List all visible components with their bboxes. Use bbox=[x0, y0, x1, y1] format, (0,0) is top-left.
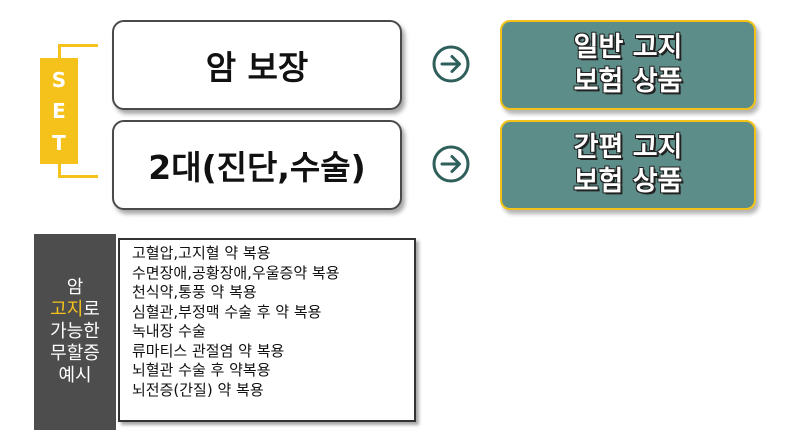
product-line-2: 보험 상품 bbox=[573, 166, 683, 197]
set-letter-t: T bbox=[52, 130, 66, 155]
set-letter-e: E bbox=[52, 99, 66, 123]
product-box-general: 일반 고지 보험 상품 bbox=[500, 20, 756, 110]
product-line-2: 보험 상품 bbox=[573, 66, 683, 97]
coverage-box-cancer: 암 보장 bbox=[112, 20, 402, 110]
product-box-simplified: 간편 고지 보험 상품 bbox=[500, 120, 756, 210]
side-label-line-2: 고지로 bbox=[50, 299, 100, 321]
side-label-line-5: 예시 bbox=[58, 365, 92, 386]
product-line-1: 일반 고지 bbox=[573, 32, 683, 63]
coverage-label: 2대(진단,수술) bbox=[148, 148, 366, 187]
list-item: 심혈관,부정맥 수술 후 약 복용 bbox=[132, 302, 322, 321]
side-label: 암 고지로 가능한 무할증 예시 bbox=[34, 234, 116, 430]
side-label-line-3: 가능한 bbox=[50, 321, 100, 342]
list-item: 수면장애,공황장애,우울증약 복용 bbox=[132, 263, 340, 282]
set-bracket-top bbox=[58, 44, 98, 47]
coverage-label: 암 보장 bbox=[205, 48, 309, 87]
side-label-line-4: 무할증 bbox=[50, 343, 100, 364]
arrow-right-circle-icon bbox=[432, 145, 470, 183]
list-item: 뇌혈관 수술 후 약복용 bbox=[132, 361, 271, 379]
side-label-highlight: 고지 bbox=[50, 299, 84, 320]
examples-list: 고혈압,고지혈 약 복용 수면장애,공황장애,우울증약 복용 천식약,통풍 약 … bbox=[118, 238, 416, 422]
set-letter-s: S bbox=[51, 67, 67, 92]
list-item: 천식약,통풍 약 복용 bbox=[132, 283, 257, 301]
list-item: 고혈압,고지혈 약 복용 bbox=[132, 244, 271, 262]
list-item: 뇌전증(간질) 약 복용 bbox=[132, 380, 264, 399]
coverage-box-two-major: 2대(진단,수술) bbox=[112, 120, 402, 210]
set-bracket-bottom bbox=[58, 175, 98, 178]
product-line-1: 간편 고지 bbox=[573, 132, 683, 163]
arrow-right-circle-icon bbox=[432, 45, 470, 83]
side-label-line-1: 암 bbox=[66, 277, 84, 298]
list-item: 녹내장 수술 bbox=[132, 322, 206, 340]
side-label-line-2-rest: 로 bbox=[83, 299, 100, 320]
set-badge: S E T bbox=[40, 58, 78, 164]
list-item: 류마티스 관절염 약 복용 bbox=[132, 341, 285, 360]
